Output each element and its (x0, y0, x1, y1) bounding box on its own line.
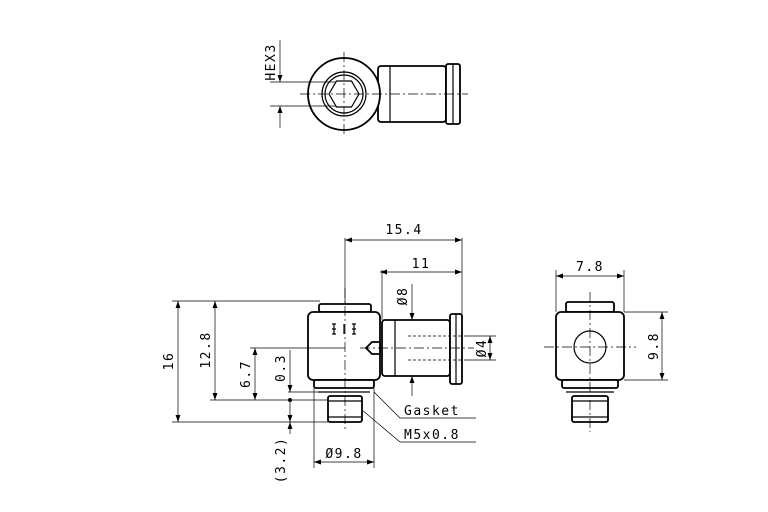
gasket-datum-dot (288, 398, 292, 402)
top-view: HEX3 (264, 40, 468, 136)
callout-gasket: Gasket (404, 404, 460, 419)
dim-tube-length: 11 (412, 257, 431, 272)
hex-size-label: HEX3 (264, 43, 279, 80)
dim-body-height: 12.8 (199, 331, 214, 368)
dim-side-width: 7.8 (576, 260, 604, 275)
dim-side-height: 9.8 (647, 332, 662, 360)
dim-thread-length: (3.2) (274, 437, 289, 484)
callout-thread: M5x0.8 (404, 428, 460, 443)
dim-gasket-gap: 0.3 (274, 354, 289, 382)
dim-body-diameter: Ø9.8 (325, 447, 362, 462)
dim-axis-height: 6.7 (239, 360, 254, 388)
dim-overall-length: 15.4 (385, 223, 422, 238)
dim-height: 16 (162, 352, 177, 371)
dim-tube-od: Ø8 (396, 287, 411, 306)
side-view: 7.8 9.8 (544, 260, 668, 432)
dim-bore: Ø4 (475, 339, 490, 358)
front-view: 15.4 11 Ø8 Ø4 16 12.8 6.7 0.3 (162, 223, 496, 483)
